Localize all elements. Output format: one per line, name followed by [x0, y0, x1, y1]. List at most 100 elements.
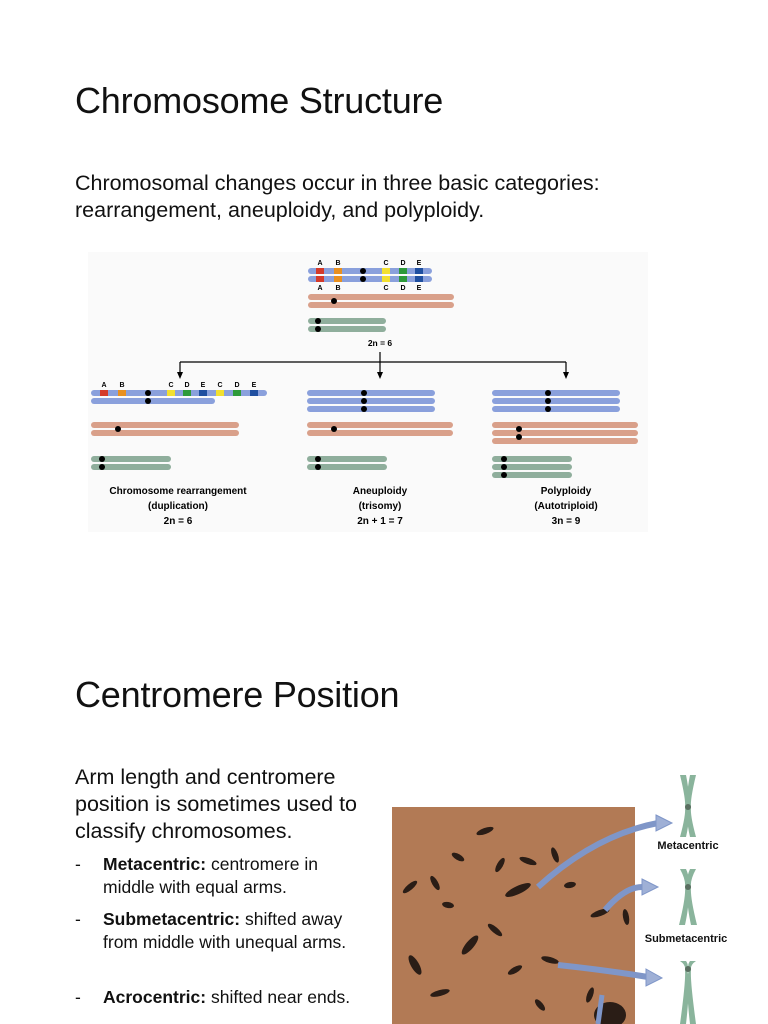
- label-c: C: [217, 382, 222, 389]
- band-c: [167, 390, 175, 396]
- salmon-chromosome: [308, 302, 454, 308]
- chromosome: [495, 857, 505, 873]
- band-e: [415, 276, 423, 282]
- blue-chromosome: [308, 276, 432, 282]
- centromere: [545, 390, 551, 396]
- blue-chromosome: [492, 406, 620, 412]
- chromatid: [687, 869, 697, 925]
- centromere-types-figure: Metacentric Submetacentric: [390, 765, 768, 1024]
- panel-caption: Aneuploidy: [353, 486, 408, 497]
- band-e: [250, 390, 258, 396]
- salmon-chromosome: [307, 422, 453, 428]
- bullet-term: Submetacentric:: [103, 909, 241, 929]
- bullet-text: Metacentric: centromere in middle with e…: [103, 853, 368, 899]
- blue-chromosome: [307, 406, 435, 412]
- bullet-desc: centromere in middle with equal arms.: [103, 854, 318, 897]
- triploid-panel: Polyploidy (Autotriploid) 3n = 9: [492, 390, 638, 527]
- chromosome-spread: [402, 826, 630, 1024]
- green-chromosome: [307, 464, 387, 470]
- band-b: [118, 390, 126, 396]
- label-c: C: [168, 382, 173, 389]
- arrow-head: [377, 372, 383, 379]
- chromatid: [687, 775, 696, 837]
- centromere: [685, 966, 691, 972]
- centromere: [145, 390, 151, 396]
- bullet-dash: -: [75, 854, 81, 874]
- label-d: D: [234, 382, 239, 389]
- salmon-chromosome: [307, 430, 453, 436]
- label-a: A: [101, 382, 106, 389]
- blue-chromosome: [307, 398, 435, 404]
- label-e: E: [201, 382, 206, 389]
- centromere: [115, 426, 121, 432]
- chromosome: [586, 987, 594, 1003]
- label-e: E: [417, 260, 422, 267]
- panel-caption: (trisomy): [359, 501, 402, 512]
- label-d: D: [400, 260, 405, 267]
- band-c: [216, 390, 224, 396]
- centromere-intro-paragraph: Arm length and centromere position is so…: [75, 765, 358, 843]
- arrow-to-submetacentric: [602, 884, 643, 912]
- section-title-chromosome-structure: Chromosome Structure: [75, 80, 444, 121]
- centromere: [361, 398, 367, 404]
- section-title-centromere-position: Centromere Position: [75, 674, 400, 715]
- centromere: [516, 434, 522, 440]
- band-a: [316, 268, 324, 274]
- chromosome: [507, 965, 523, 975]
- chromosome-changes-diagram: A B C D E A B C D E 2n = 6: [88, 252, 648, 532]
- centromere: [315, 318, 321, 324]
- chromosome: [590, 908, 610, 918]
- arrow-head: [641, 878, 660, 896]
- centromere: [315, 326, 321, 332]
- green-chromosome: [307, 456, 387, 462]
- centromere: [315, 456, 321, 462]
- chromosome: [519, 856, 537, 866]
- chromosome: [505, 883, 531, 897]
- chromosome: [430, 989, 450, 997]
- centromere: [501, 456, 507, 462]
- chromosome: [430, 875, 440, 891]
- green-chromosome: [308, 326, 386, 332]
- normal-karyotype: A B C D E A B C D E 2n = 6: [308, 260, 454, 348]
- bullet-term: Acrocentric:: [103, 987, 207, 1007]
- blue-chromosome: [307, 390, 435, 396]
- bullet-dash: -: [75, 909, 81, 929]
- bullet-text: Submetacentric: shifted away from middle…: [103, 908, 368, 954]
- chromosome: [541, 956, 559, 964]
- salmon-chromosome: [492, 430, 638, 436]
- chromosome: [461, 935, 479, 955]
- centromere: [361, 390, 367, 396]
- chromosome: [622, 909, 630, 925]
- centromere: [545, 406, 551, 412]
- band-d: [399, 276, 407, 282]
- label-e: E: [252, 382, 257, 389]
- arrow-lower: [595, 994, 605, 1024]
- green-chromosome: [492, 464, 572, 470]
- band-e: [199, 390, 207, 396]
- band-d: [233, 390, 241, 396]
- centromere: [315, 464, 321, 470]
- label-b: B: [335, 260, 340, 267]
- chromosome: [442, 901, 454, 909]
- band-c: [382, 268, 390, 274]
- centromere: [331, 426, 337, 432]
- arrow-head: [177, 372, 183, 379]
- label-b: B: [119, 382, 124, 389]
- centromere: [145, 398, 151, 404]
- bullet-text: Acrocentric: shifted near ends.: [103, 986, 368, 1009]
- arrow-to-acrocentric: [557, 962, 649, 980]
- panel-caption: Chromosome rearrangement: [109, 486, 247, 497]
- panel-caption: (Autotriploid): [534, 501, 597, 512]
- bullet-dash: -: [75, 987, 81, 1007]
- acrocentric-chromosome: [680, 961, 696, 1024]
- band-d: [183, 390, 191, 396]
- label-c: C: [383, 260, 388, 267]
- centromere: [516, 426, 522, 432]
- chromosome: [534, 999, 546, 1011]
- trisomy-panel: Aneuploidy (trisomy) 2n + 1 = 7: [307, 390, 453, 527]
- centromere: [685, 884, 691, 890]
- chromosome: [551, 847, 559, 863]
- chromosome: [564, 881, 576, 889]
- panel-caption: (duplication): [148, 501, 208, 512]
- centromere: [501, 472, 507, 478]
